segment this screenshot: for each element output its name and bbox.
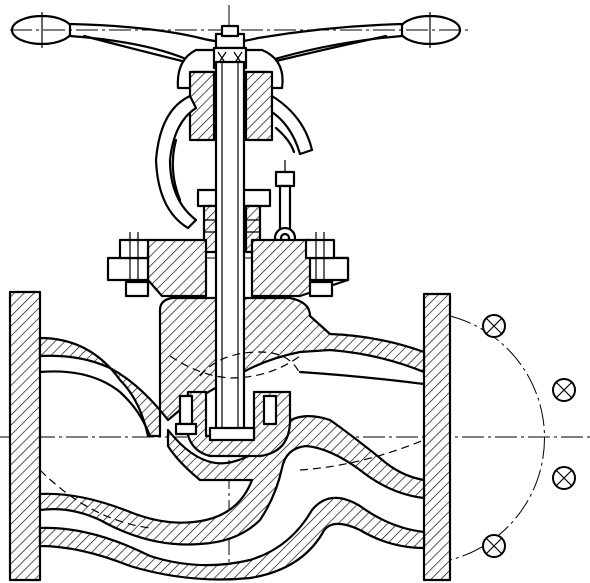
flange-bolt-circle: [449, 314, 576, 561]
bolt-nut-left: [118, 238, 150, 260]
valve-disc: [174, 390, 292, 458]
bolt-nut-right: [304, 238, 336, 260]
inlet-flange: [8, 290, 42, 582]
outlet-flange: [422, 292, 452, 582]
yoke: [154, 70, 314, 230]
hidden-lines: [39, 351, 425, 529]
disc-bolt-right: [262, 394, 278, 426]
disc-bolt-left: [178, 394, 194, 426]
bonnet-flange: [106, 232, 350, 298]
valve-stem: [214, 60, 246, 442]
gland-eye-bolt: [273, 160, 297, 250]
